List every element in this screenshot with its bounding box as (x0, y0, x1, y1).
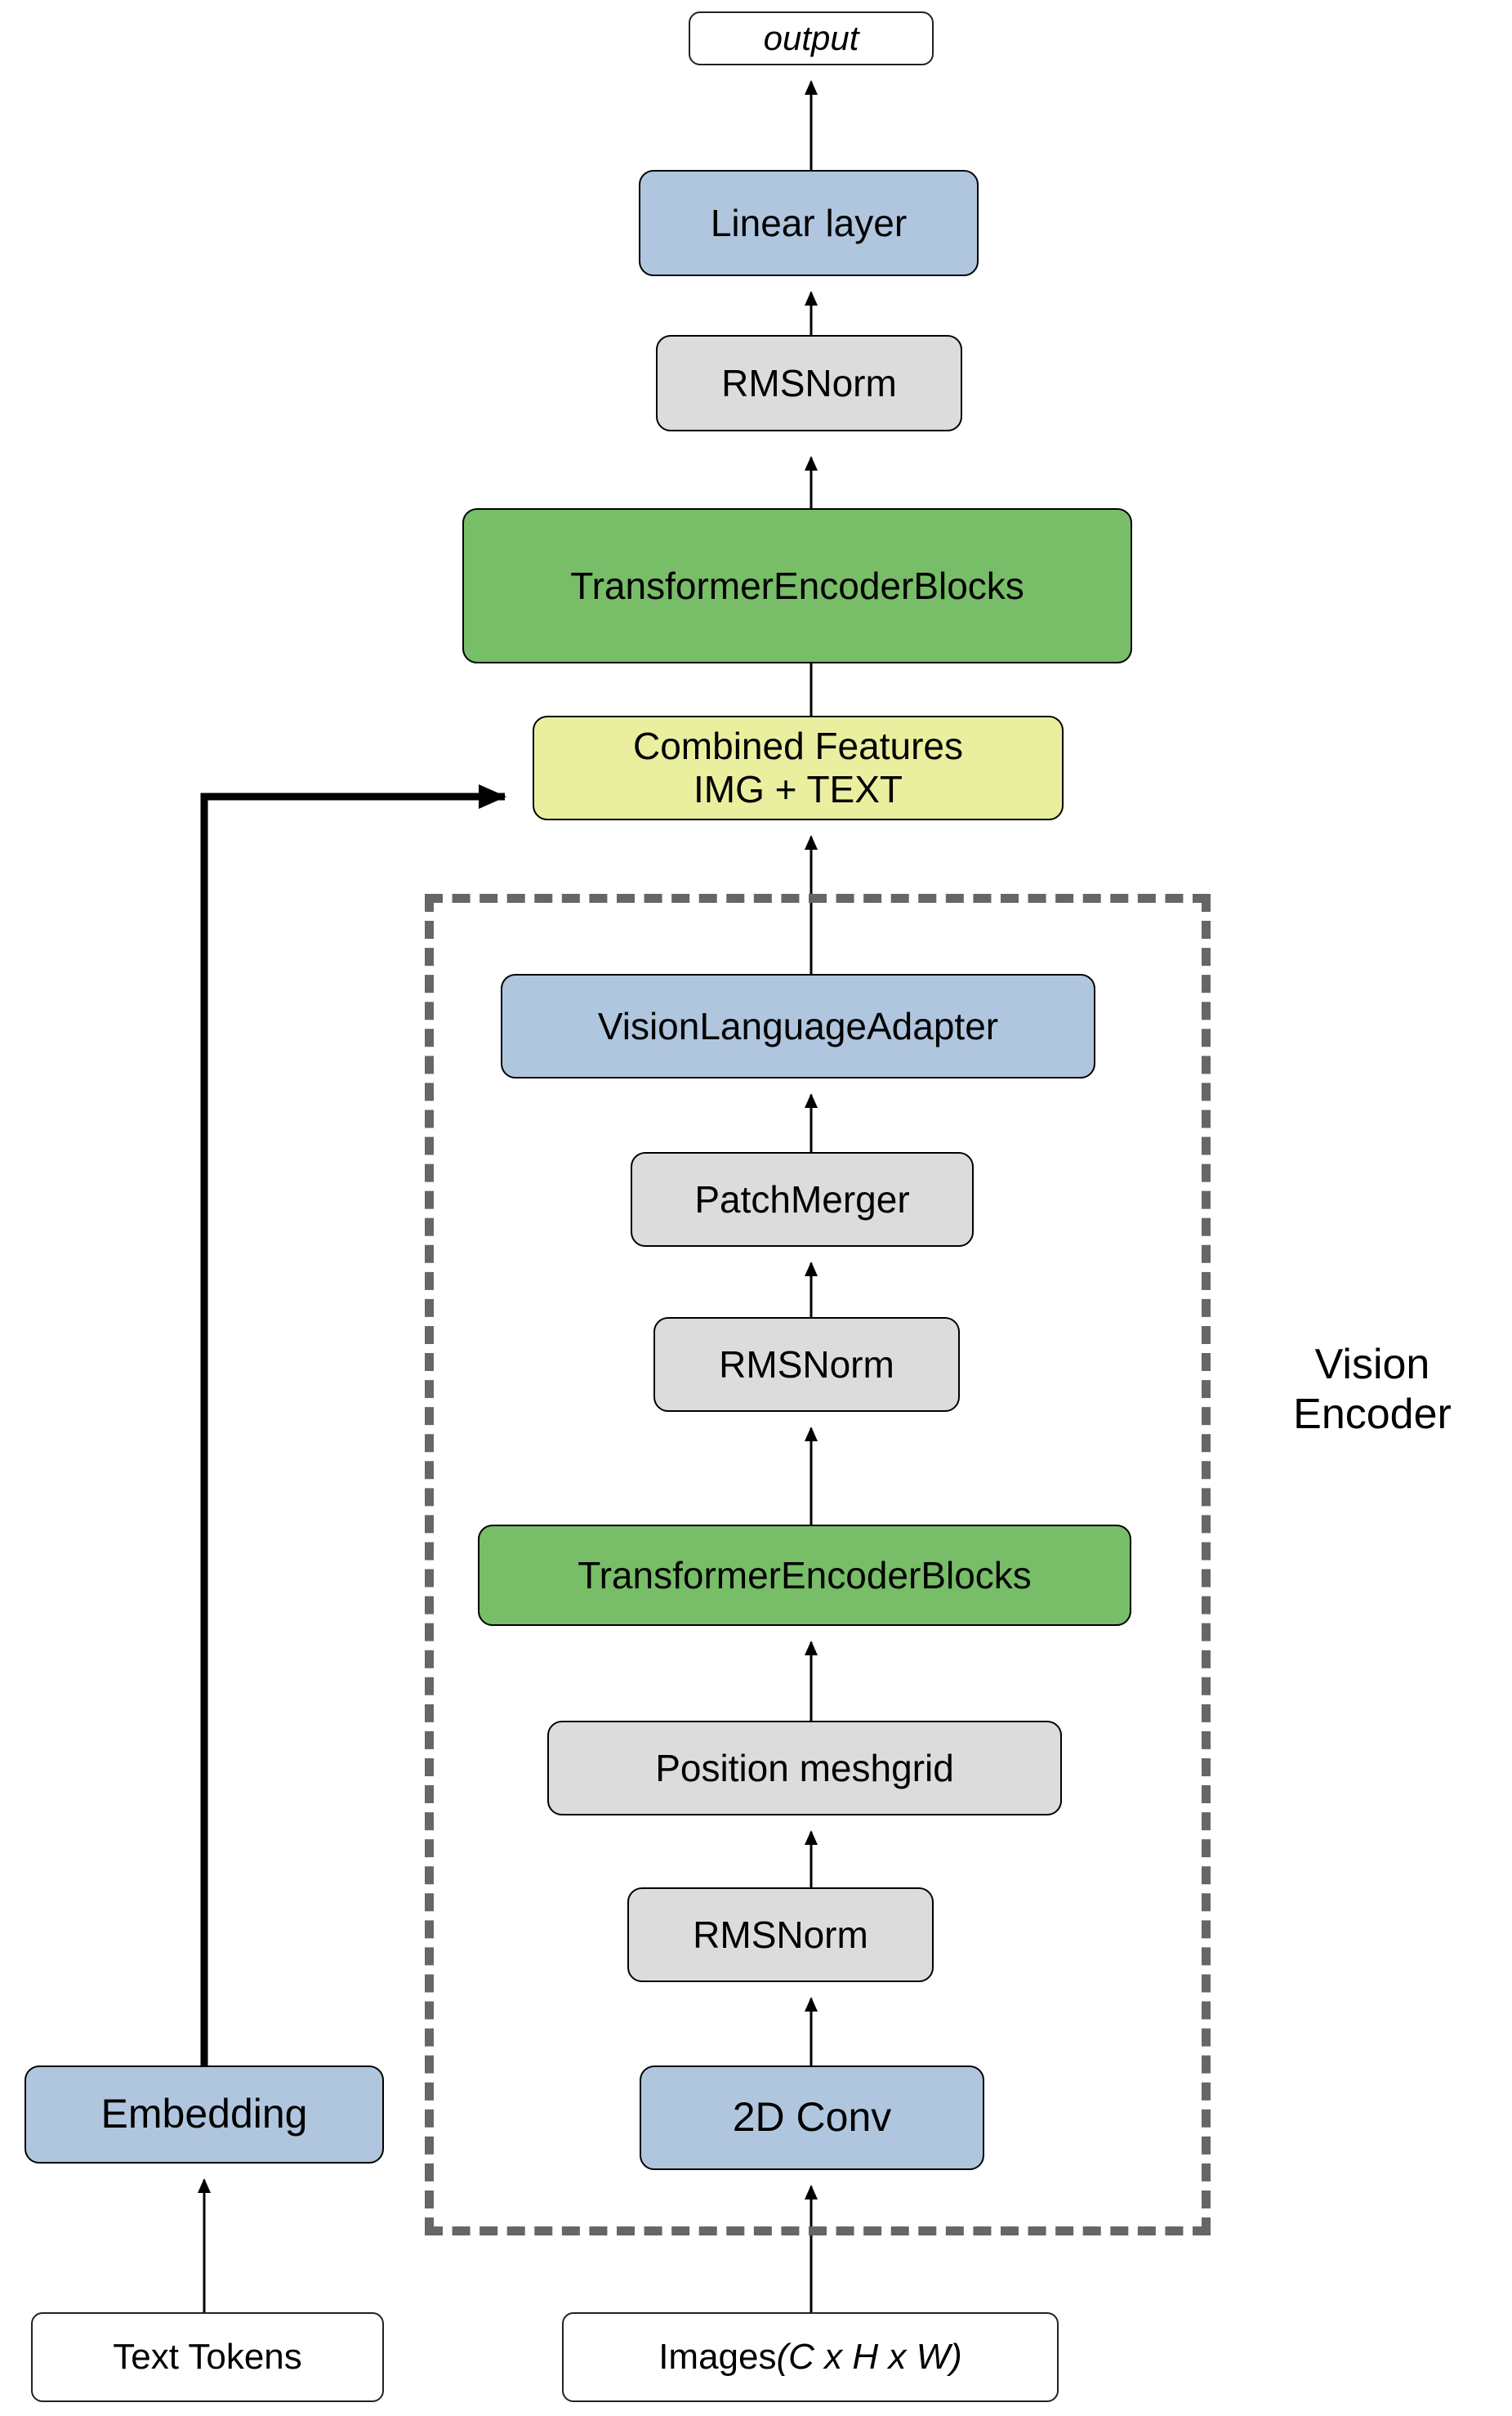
node-transformer-encoder-blocks-inner-label: TransformerEncoderBlocks (578, 1553, 1032, 1597)
node-patch-merger-label: PatchMerger (694, 1177, 910, 1221)
node-position-meshgrid[interactable]: Position meshgrid (547, 1721, 1062, 1815)
node-rmsnorm-top-label: RMSNorm (721, 361, 897, 404)
node-position-meshgrid-label: Position meshgrid (655, 1746, 954, 1789)
node-output-label: output (763, 18, 859, 57)
node-2d-conv[interactable]: 2D Conv (640, 2065, 984, 2170)
node-linear-layer[interactable]: Linear layer (639, 170, 979, 276)
node-embedding[interactable]: Embedding (25, 2065, 384, 2164)
node-images-label-shape: (C x H x W) (776, 2336, 962, 2377)
node-text-tokens[interactable]: Text Tokens (31, 2312, 384, 2402)
node-transformer-encoder-blocks-inner[interactable]: TransformerEncoderBlocks (478, 1525, 1131, 1626)
node-output[interactable]: output (689, 11, 934, 65)
node-linear-layer-label: Linear layer (710, 201, 908, 244)
node-rmsnorm-top[interactable]: RMSNorm (656, 335, 962, 431)
node-embedding-label: Embedding (100, 2091, 308, 2137)
node-transformer-encoder-blocks-top[interactable]: TransformerEncoderBlocks (462, 508, 1132, 663)
node-images-label-plain: Images (658, 2336, 777, 2377)
node-vision-language-adapter[interactable]: VisionLanguageAdapter (501, 974, 1095, 1078)
node-vision-language-adapter-label: VisionLanguageAdapter (597, 1004, 999, 1047)
node-rmsnorm-mid-label: RMSNorm (719, 1342, 894, 1386)
node-transformer-encoder-blocks-top-label: TransformerEncoderBlocks (570, 564, 1024, 607)
node-patch-merger[interactable]: PatchMerger (631, 1152, 974, 1247)
node-combined-features[interactable]: Combined Features IMG + TEXT (533, 716, 1064, 820)
node-rmsnorm-mid[interactable]: RMSNorm (653, 1317, 960, 1412)
vision-encoder-label: Vision Encoder (1293, 1341, 1452, 1439)
node-rmsnorm-bottom-label: RMSNorm (693, 1913, 868, 1956)
node-text-tokens-label: Text Tokens (113, 2336, 302, 2377)
node-combined-features-label: Combined Features IMG + TEXT (633, 725, 963, 811)
node-2d-conv-label: 2D Conv (732, 2094, 892, 2141)
node-rmsnorm-bottom[interactable]: RMSNorm (627, 1887, 934, 1982)
node-images[interactable]: Images (C x H x W) (562, 2312, 1059, 2402)
